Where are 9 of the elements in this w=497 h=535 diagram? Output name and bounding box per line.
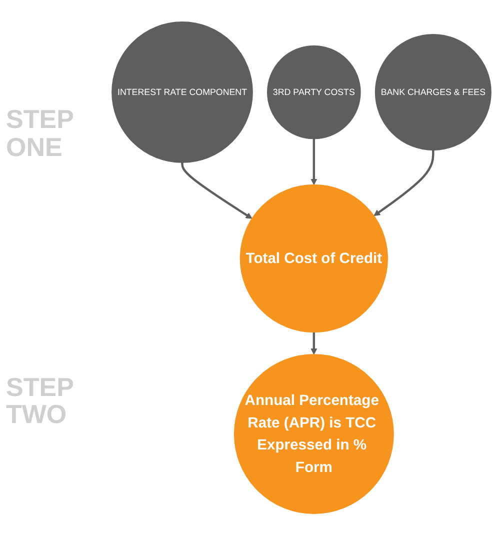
arrow	[310, 138, 318, 185]
node-circle: BANK CHARGES & FEES	[374, 34, 492, 150]
node-circle: Total Cost of Credit	[240, 184, 388, 332]
node-circle: 3RD PARTY COSTS	[267, 45, 361, 139]
node-circle: Annual Percentage Rate (APR) is TCC Expressed in % Form	[234, 354, 394, 514]
arrow	[374, 150, 434, 216]
arrow	[181, 162, 252, 219]
arrow	[310, 332, 318, 354]
node-circle: INTEREST RATE COMPONENT	[112, 21, 253, 163]
